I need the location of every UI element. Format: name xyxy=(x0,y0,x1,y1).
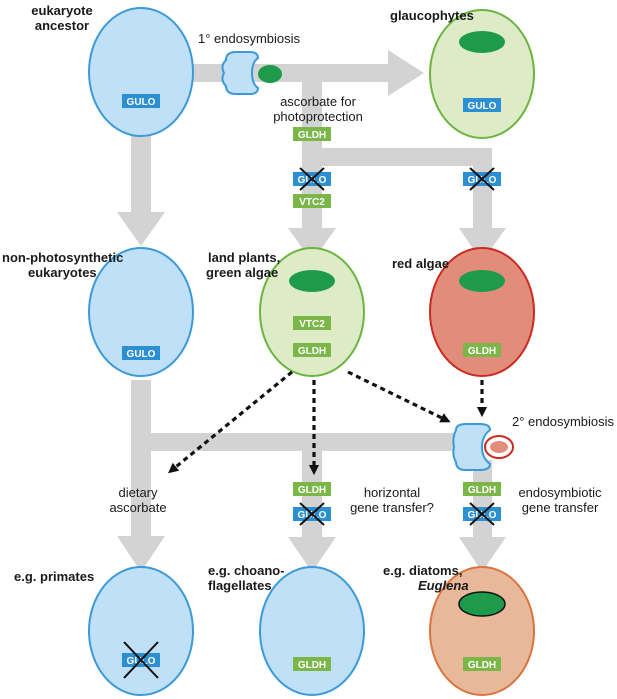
gulo-tag-crossed: GULO xyxy=(122,641,160,679)
arrow-to-glaucophytes-head xyxy=(388,50,424,96)
cell-land-plants xyxy=(259,247,365,377)
cell-eukaryote-ancestor xyxy=(88,7,194,137)
arrow-to-red-algae-head xyxy=(459,228,506,262)
plastid-icon xyxy=(289,270,335,292)
svg-text:GLDH: GLDH xyxy=(298,130,326,141)
svg-text:GLDH: GLDH xyxy=(468,346,496,357)
svg-text:GLDH: GLDH xyxy=(468,485,496,496)
label-horizontal-transfer: gene transfer? xyxy=(350,500,434,515)
dashed-arrow-to-secondary-endo xyxy=(347,370,451,423)
svg-text:GULO: GULO xyxy=(468,510,497,521)
svg-text:GLDH: GLDH xyxy=(298,660,326,671)
label-eukaryote-ancestor: ancestor xyxy=(35,18,89,33)
gulo-tag: GULO xyxy=(122,94,160,108)
cell-nonphoto-eukaryotes xyxy=(88,247,194,377)
svg-text:GULO: GULO xyxy=(468,101,497,112)
label-red-algae: red algae xyxy=(392,256,449,271)
label-choanoflagellates: e.g. choano- xyxy=(208,563,285,578)
arrow-to-red-algae-shaft xyxy=(473,148,492,230)
cell-primates xyxy=(88,566,194,696)
dashed-arrow-to-primates-branch xyxy=(168,370,294,474)
label-diatoms: Euglena xyxy=(418,578,469,593)
plastid-icon xyxy=(459,31,505,53)
vtc2-tag: VTC2 xyxy=(293,316,331,330)
gulo-tag-crossed: GULO xyxy=(293,502,331,526)
label-ascorbate: photoprotection xyxy=(273,109,363,124)
arrow-to-primates-head xyxy=(117,536,165,572)
svg-text:VTC2: VTC2 xyxy=(299,319,325,330)
vtc2-tag: VTC2 xyxy=(293,194,331,208)
arrow-to-nonphoto-shaft xyxy=(131,128,151,214)
label-nonphoto: non-photosynthetic xyxy=(2,250,123,265)
label-choanoflagellates: flagellates xyxy=(208,578,272,593)
gulo-tag: GULO xyxy=(122,346,160,360)
gulo-tag: GULO xyxy=(463,98,501,112)
cell-diatoms xyxy=(429,566,535,696)
svg-text:GULO: GULO xyxy=(127,349,156,360)
gldh-tag: GLDH xyxy=(463,343,501,357)
cell-red-algae xyxy=(429,247,535,377)
svg-text:GULO: GULO xyxy=(298,510,327,521)
svg-text:GLDH: GLDH xyxy=(298,346,326,357)
label-primary-endosymbiosis: 1° endosymbiosis xyxy=(198,31,301,46)
arrow-to-land-plants-head xyxy=(288,228,336,262)
gene-tags: GULO GULO GLDH GULO VTC2 GULO xyxy=(122,94,501,679)
label-primates: e.g. primates xyxy=(14,569,94,584)
cell-glaucophytes xyxy=(429,9,535,139)
svg-text:GLDH: GLDH xyxy=(468,660,496,671)
label-nonphoto: eukaryotes xyxy=(28,265,97,280)
arrow-to-diatoms-shaft xyxy=(473,460,492,539)
label-dietary-ascorbate: dietary xyxy=(118,485,158,500)
text-labels: eukaryote ancestor 1° endosymbiosis glau… xyxy=(2,3,615,593)
branch-to-red-algae xyxy=(312,148,492,166)
svg-text:VTC2: VTC2 xyxy=(299,197,325,208)
gldh-tag: GLDH xyxy=(293,343,331,357)
arrow-to-diatoms-head xyxy=(459,537,506,572)
gulo-tag-crossed: GULO xyxy=(463,502,501,526)
label-diatoms: e.g. diatoms, xyxy=(383,563,462,578)
cell-choanoflagellates xyxy=(259,566,365,696)
label-glaucophytes: glaucophytes xyxy=(390,8,474,23)
arrow-to-nonphoto-head xyxy=(117,212,165,246)
label-horizontal-transfer: horizontal xyxy=(364,485,420,500)
svg-text:GULO: GULO xyxy=(298,175,327,186)
gulo-tag-crossed: GULO xyxy=(463,167,501,191)
plastid-icon xyxy=(458,591,506,617)
label-endosymbiotic-transfer: endosymbiotic xyxy=(518,485,602,500)
label-eukaryote-ancestor: eukaryote xyxy=(31,3,92,18)
arrow-to-choano-head xyxy=(288,537,336,572)
label-endosymbiotic-transfer: gene transfer xyxy=(522,500,599,515)
gldh-tag: GLDH xyxy=(293,482,331,496)
svg-text:GULO: GULO xyxy=(127,97,156,108)
gldh-tag: GLDH xyxy=(293,127,331,141)
gldh-tag: GLDH xyxy=(463,482,501,496)
gulo-tag-crossed: GULO xyxy=(293,167,331,191)
svg-text:GLDH: GLDH xyxy=(298,485,326,496)
svg-text:GULO: GULO xyxy=(468,175,497,186)
secondary-endosymbiont-icon xyxy=(452,423,514,471)
label-ascorbate: ascorbate for xyxy=(280,94,357,109)
label-land-plants: green algae xyxy=(206,265,278,280)
label-secondary-endosymbiosis: 2° endosymbiosis xyxy=(512,414,615,429)
arrow-to-primates-shaft xyxy=(131,380,151,538)
primary-endosymbiont-icon xyxy=(221,51,282,95)
gldh-tag: GLDH xyxy=(463,657,501,671)
gldh-tag: GLDH xyxy=(293,657,331,671)
plastid-icon xyxy=(459,270,505,292)
dashed-arrows xyxy=(168,370,488,476)
arrow-to-glaucophytes-shaft xyxy=(190,64,390,82)
label-dietary-ascorbate: ascorbate xyxy=(109,500,166,515)
label-land-plants: land plants, xyxy=(208,250,280,265)
